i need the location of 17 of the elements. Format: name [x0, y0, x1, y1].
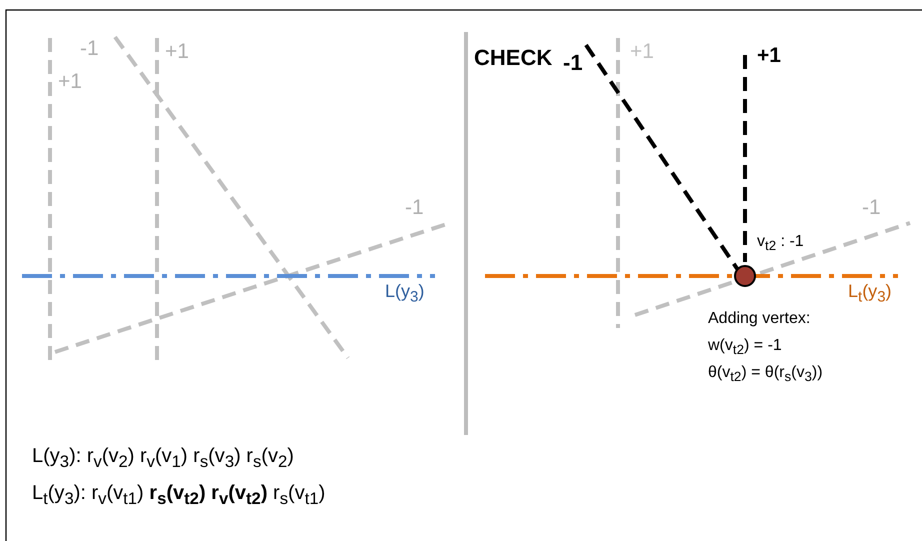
annotation-text: θ(v$_{t2}$) = θ(r$_{s}$(v$_{3}$)) [708, 364, 823, 385]
weight-label: -1 [80, 37, 99, 60]
annotation-text: Adding vertex: [708, 310, 810, 328]
formula-text: L$_{t}$(y$_{3}$): r$_{v}$(v$_{t1}$) r$_{s}$(v$_{t2}$) r$_{v}$(v$_{t2}$) r$_{s}$(v$_{t1}$) [32, 482, 326, 508]
weight-label: -1 [405, 196, 424, 220]
line-label: L(y$_{3}$) [385, 282, 424, 306]
heading: CHECK [474, 46, 552, 70]
weight-label: +1 [757, 44, 781, 68]
weight-label: -1 [862, 196, 881, 220]
vertex-label: v$_{t2}$ : -1 [757, 233, 804, 254]
weight-label: +1 [630, 40, 654, 64]
weight-label: +1 [165, 40, 189, 64]
weight-label: -1 [563, 51, 583, 76]
weight-label: +1 [58, 70, 82, 94]
annotation-text: w(v$_{t2}$) = -1 [708, 337, 782, 358]
formula-text: L(y$_{3}$): r$_{v}$(v$_{2}$) r$_{v}$(v$_{1}$) r$_{s}$(v$_{3}$) r$_{s}$(v$_{2}$) [32, 445, 294, 472]
line-label: L$_{t}$(y$_{3}$) [848, 282, 892, 306]
